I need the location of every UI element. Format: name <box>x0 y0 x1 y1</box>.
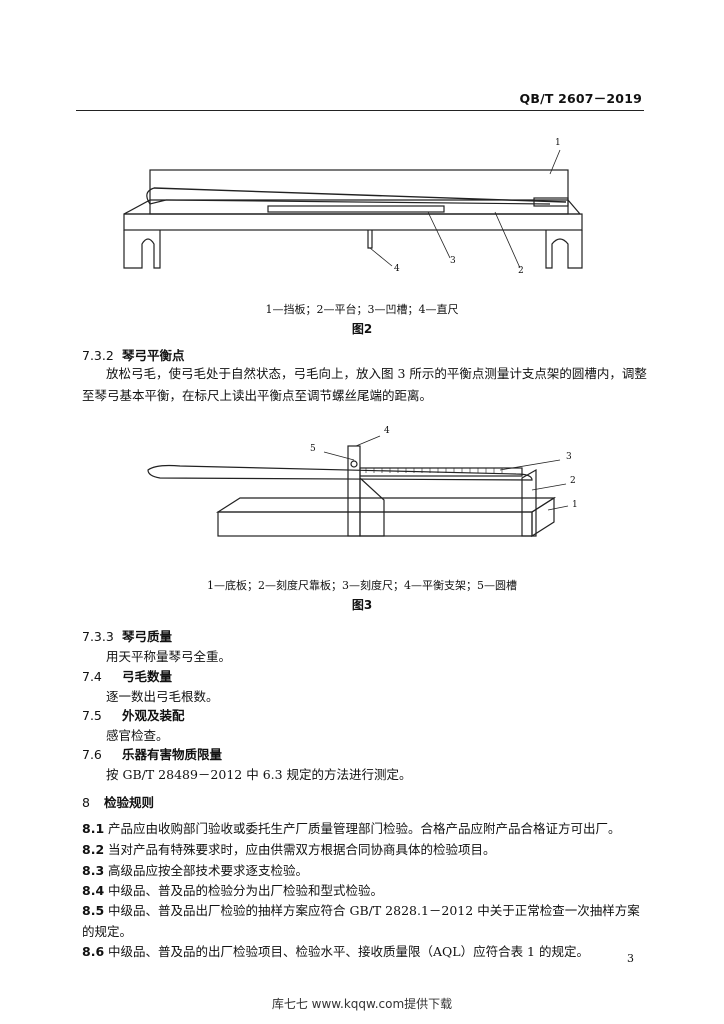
rule-text: 中级品、普及品的检验分为出厂检验和型式检验。 <box>108 883 384 898</box>
fig2-bow-frog <box>533 197 569 207</box>
section-7-3-2-heading: 7.3.2 琴弓平衡点 <box>82 345 185 364</box>
fig2-callout-1: 1 <box>555 138 561 148</box>
standard-number: QB/T 2607－2019 <box>519 91 642 106</box>
section-title: 外观及装配 <box>122 708 185 723</box>
section-title: 乐器有害物质限量 <box>122 747 223 762</box>
download-footer: 库七七 www.kqqw.com提供下载 <box>271 997 453 1011</box>
header-rule <box>76 110 644 111</box>
section-number: 7.6 <box>82 747 102 762</box>
section-number: 7.3.3 <box>82 629 114 644</box>
figure-3-drawing: 5 4 3 2 1 <box>140 426 600 550</box>
fig2-platform-front <box>123 213 583 231</box>
rule-number: 8.2 <box>82 842 105 857</box>
fig2-groove <box>267 205 445 213</box>
figure-2-drawing: 1 2 3 4 <box>110 130 610 290</box>
section-number: 7.5 <box>82 708 102 723</box>
figure-3-label: 图3 <box>351 598 373 612</box>
rule-number: 8.3 <box>82 863 105 878</box>
rule-number: 8.4 <box>82 883 105 898</box>
section-7-4-heading: 7.4 弓毛数量 <box>82 666 172 685</box>
section-7-4-text: 逐一数出弓毛根数。 <box>106 689 219 704</box>
fig3-scale-ruler <box>359 467 523 477</box>
section-title: 琴弓平衡点 <box>122 348 185 363</box>
fig2-back-board <box>149 169 569 215</box>
fig3-callout-3: 3 <box>566 452 572 462</box>
fig3-round-groove <box>350 460 358 468</box>
fig3-scale-board <box>521 468 537 537</box>
fig2-callout-4: 4 <box>394 264 400 274</box>
section-7-3-2-text: 放松弓毛，使弓毛处于自然状态，弓毛向上，放入图 3 所示的平衡点测量计支点架的圆… <box>82 366 647 403</box>
section-7-3-3-heading: 7.3.3 琴弓质量 <box>82 626 172 645</box>
fig2-bow-tip <box>146 187 167 205</box>
rule-number: 8.6 <box>82 944 105 959</box>
fig2-bow-stick <box>153 187 567 203</box>
section-number: 8 <box>82 795 90 810</box>
rule-text: 高级品应按全部技术要求逐支检验。 <box>108 863 309 878</box>
fig3-callout-4: 4 <box>384 426 390 436</box>
fig3-base-top <box>215 497 557 513</box>
fig3-callout-1: 1 <box>572 500 578 510</box>
fig3-bow <box>147 464 533 481</box>
fig3-support-brace <box>359 476 385 537</box>
fig3-balance-support <box>347 445 361 537</box>
section-7-6-heading: 7.6 乐器有害物质限量 <box>82 744 222 763</box>
section-8-heading: 8 检验规则 <box>82 792 154 811</box>
rule-number: 8.1 <box>82 821 105 836</box>
section-7-5-text: 感官检查。 <box>106 728 169 743</box>
rule-number: 8.5 <box>82 903 105 918</box>
section-title: 检验规则 <box>104 795 155 810</box>
figure-2-caption: 1—挡板；2—平台；3—凹槽；4—直尺 <box>265 303 459 316</box>
fig2-left-leg <box>123 230 161 269</box>
section-7-5-heading: 7.5 外观及装配 <box>82 705 185 724</box>
section-7-6-text: 按 GB/T 28489－2012 中 6.3 规定的方法进行测定。 <box>106 767 412 782</box>
fig2-ruler <box>367 230 373 249</box>
section-7-3-3-text: 用天平称量琴弓全重。 <box>106 649 232 664</box>
fig3-base-side <box>531 496 555 538</box>
fig3-callout-5: 5 <box>310 444 316 454</box>
fig2-bow-hair <box>165 199 551 205</box>
section-title: 弓毛数量 <box>122 669 173 684</box>
fig3-base-front <box>217 511 533 537</box>
rule-text: 产品应由收购部门验收或委托生产厂质量管理部门检验。合格产品应附产品合格证方可出厂… <box>108 821 621 836</box>
section-number: 7.3.2 <box>82 348 114 363</box>
fig2-callout-3: 3 <box>450 256 456 266</box>
page-number: 3 <box>627 952 634 965</box>
section-title: 琴弓质量 <box>122 629 173 644</box>
figure-2-label: 图2 <box>351 322 373 336</box>
figure-3-caption: 1—底板；2—刻度尺靠板；3—刻度尺；4—平衡支架；5—圆槽 <box>207 579 517 592</box>
rule-text: 中级品、普及品的出厂检验项目、检验水平、接收质量限（AQL）应符合表 1 的规定… <box>108 944 589 959</box>
fig2-callout-2: 2 <box>518 266 524 276</box>
rule-text: 中级品、普及品出厂检验的抽样方案应符合 GB/T 2828.1－2012 中关于… <box>82 903 640 939</box>
fig2-right-leg <box>545 230 583 269</box>
fig3-callout-2: 2 <box>570 476 576 486</box>
rule-text: 当对产品有特殊要求时，应由供需双方根据合同协商具体的检验项目。 <box>108 842 496 857</box>
section-number: 7.4 <box>82 669 102 684</box>
